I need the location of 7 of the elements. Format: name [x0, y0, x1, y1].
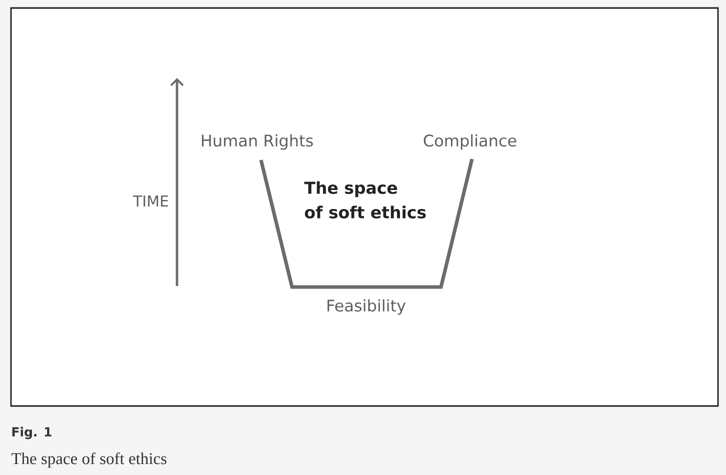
figure-caption: The space of soft ethics — [12, 452, 166, 468]
open-trapezoid: The space of soft ethics — [259, 158, 474, 289]
side-label: Compliance — [424, 134, 516, 150]
axis-label: TIME — [132, 196, 168, 206]
figure-number: Fig. 1 — [12, 426, 52, 440]
side-label: Feasibility — [328, 299, 406, 315]
side-label: Human Rights — [202, 134, 313, 150]
